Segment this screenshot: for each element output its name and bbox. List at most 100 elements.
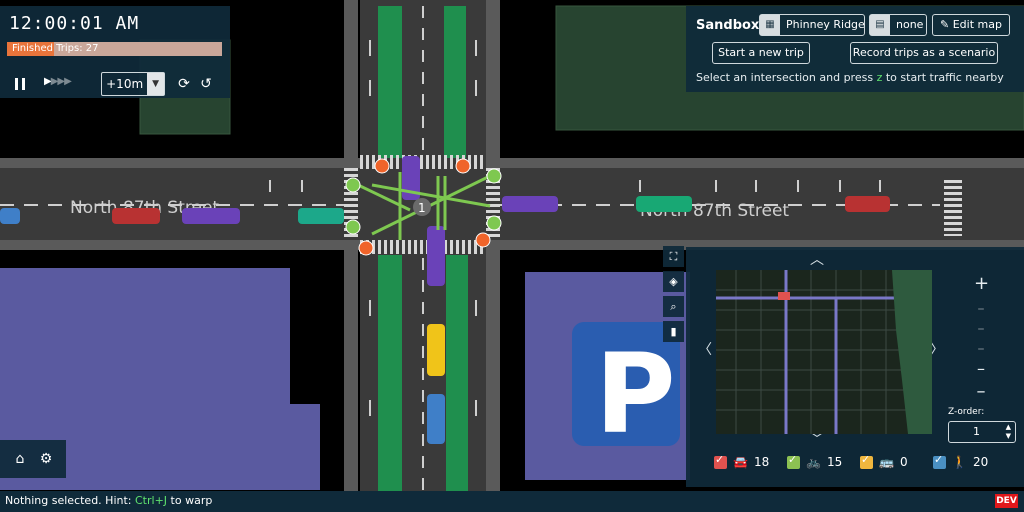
- checkbox-icon[interactable]: [933, 453, 946, 469]
- layers-button[interactable]: ◈: [663, 271, 684, 292]
- jump-back-icon: ⟳: [178, 76, 190, 92]
- bus-yellow-south: [427, 324, 445, 376]
- finished-trips-fill: [7, 42, 55, 56]
- scenario-selector-button[interactable]: ▤none: [869, 14, 927, 36]
- status-hint-tail: to warp: [167, 494, 213, 507]
- car-red-east: [845, 196, 890, 212]
- parking-letter: P: [595, 330, 676, 458]
- car-red-west: [112, 208, 160, 224]
- search-icon: ⌕: [670, 299, 677, 313]
- bike-lane-south-west: [378, 255, 402, 492]
- map-selector-label: Phinney Ridge: [786, 18, 865, 31]
- crosswalk-south: [360, 240, 486, 254]
- bike-lane-north-west: [378, 6, 402, 158]
- speed-3-icon: ▶: [57, 76, 65, 87]
- zoom-level-tick[interactable]: –: [977, 321, 985, 337]
- turn-arrows: [355, 172, 491, 240]
- finished-trips-label: Finished Trips: 27: [12, 43, 99, 54]
- play-icon: ▶: [44, 76, 52, 87]
- pan-left-icon[interactable]: 〈: [698, 342, 712, 358]
- scenario-selector-label: none: [896, 18, 924, 31]
- zorder-label: Z-order:: [948, 407, 985, 417]
- gear-icon: ⚙: [39, 451, 53, 467]
- zoom-in-icon[interactable]: +: [974, 273, 990, 294]
- step-value: +10m: [106, 77, 144, 91]
- fullscreen-button[interactable]: ⛶: [663, 246, 684, 267]
- filter-bike[interactable]: 🚲 15: [787, 453, 843, 469]
- chevron-down-icon: ▼: [1005, 432, 1011, 440]
- sidewalk-west: [344, 0, 358, 512]
- home-button[interactable]: ⌂: [10, 449, 30, 469]
- car-count: 18: [753, 455, 770, 469]
- sandbox-hint-tail: to start traffic nearby: [882, 71, 1004, 84]
- zorder-spinner[interactable]: ▲▼: [1006, 423, 1011, 441]
- parking-lot-southwest: [0, 268, 320, 490]
- car-purple-south: [427, 226, 445, 286]
- bus-count: 0: [899, 455, 908, 469]
- sandbox-hint-text: Select an intersection and press: [696, 71, 877, 84]
- car-blue-edge: [0, 208, 20, 224]
- sidewalk-north: [0, 158, 1024, 170]
- pause-button[interactable]: [10, 74, 30, 94]
- car-icon: 🚘: [733, 455, 748, 469]
- intersection-badge-circle: [413, 198, 431, 216]
- bike-lane-north-east: [444, 6, 466, 158]
- bike-count: 15: [826, 455, 843, 469]
- parking-ticks: [269, 40, 881, 416]
- zoom-level-current[interactable]: –: [977, 359, 985, 378]
- pedestrian-count: 20: [972, 455, 989, 469]
- filter-bus[interactable]: 🚌 0: [860, 453, 908, 469]
- pan-down-icon[interactable]: ﹀: [810, 432, 824, 448]
- crosswalk-north: [360, 155, 486, 169]
- new-trip-button[interactable]: Start a new trip: [712, 42, 810, 64]
- car-green-east: [636, 196, 692, 212]
- parking-sign: [572, 322, 680, 446]
- jump-back-button[interactable]: ⟳: [176, 75, 192, 93]
- minimap[interactable]: [716, 270, 932, 434]
- checkbox-icon[interactable]: [860, 453, 873, 469]
- record-trips-button[interactable]: Record trips as a scenario: [850, 42, 998, 64]
- finished-trips-bar: Finished Trips: 27: [7, 42, 222, 56]
- time-panel: 12:00:01 AM Finished Trips: 27 ▶▶▶▶ +10m…: [0, 6, 230, 98]
- chevron-down-icon[interactable]: ▼: [147, 73, 164, 95]
- crosswalk-east-ramp: [944, 178, 962, 236]
- edit-map-button[interactable]: ✎ Edit map: [932, 14, 1010, 36]
- checkbox-icon[interactable]: [787, 453, 800, 469]
- ped-signals: [345, 158, 502, 256]
- stats-button[interactable]: ▮: [663, 321, 684, 342]
- sandbox-hint-key: z: [876, 71, 883, 84]
- settings-button[interactable]: ⚙: [36, 449, 56, 469]
- car-blue-south: [427, 394, 445, 444]
- chevron-up-icon: ▲: [1005, 423, 1011, 431]
- map-selector-button[interactable]: ▦Phinney Ridge: [759, 14, 865, 36]
- bike-lane-south-east: [446, 255, 468, 492]
- pan-right-icon[interactable]: 〉: [930, 342, 944, 358]
- reset-icon: ↺: [200, 76, 212, 92]
- speed-controls[interactable]: ▶▶▶▶: [44, 76, 72, 87]
- filter-car[interactable]: 🚘 18: [714, 453, 770, 469]
- status-text: Nothing selected. Hint: Ctrl+J to warp: [5, 494, 212, 507]
- zorder-value: 1: [973, 425, 980, 438]
- pedestrian-icon: 🚶: [952, 455, 967, 469]
- zoom-out-icon[interactable]: –: [976, 381, 986, 402]
- sandbox-title: Sandbox: [696, 18, 760, 33]
- search-button[interactable]: ⌕: [663, 296, 684, 317]
- pause-icon: [15, 78, 25, 90]
- bus-icon: 🚌: [879, 455, 894, 469]
- sidewalk-east: [486, 0, 500, 512]
- sandbox-panel: Sandbox ▦Phinney Ridge ▤none ✎ Edit map …: [686, 6, 1024, 92]
- step-dropdown[interactable]: +10m ▼: [101, 72, 165, 96]
- layers-icon: ◈: [669, 275, 678, 288]
- checkbox-icon[interactable]: [714, 453, 727, 469]
- edit-map-label: Edit map: [952, 18, 1002, 31]
- pan-up-icon[interactable]: ︿: [810, 252, 824, 268]
- zoom-level-tick[interactable]: –: [977, 301, 985, 317]
- speed-2-icon: ▶: [50, 76, 59, 87]
- reset-button[interactable]: ↺: [198, 75, 214, 93]
- car-purple-east: [502, 196, 558, 212]
- zoom-level-tick[interactable]: –: [977, 341, 985, 357]
- status-bar: Nothing selected. Hint: Ctrl+J to warp: [0, 491, 1024, 512]
- zorder-input[interactable]: 1 ▲▼: [948, 421, 1016, 443]
- filter-pedestrian[interactable]: 🚶 20: [933, 453, 989, 469]
- bike-icon: 🚲: [806, 455, 821, 469]
